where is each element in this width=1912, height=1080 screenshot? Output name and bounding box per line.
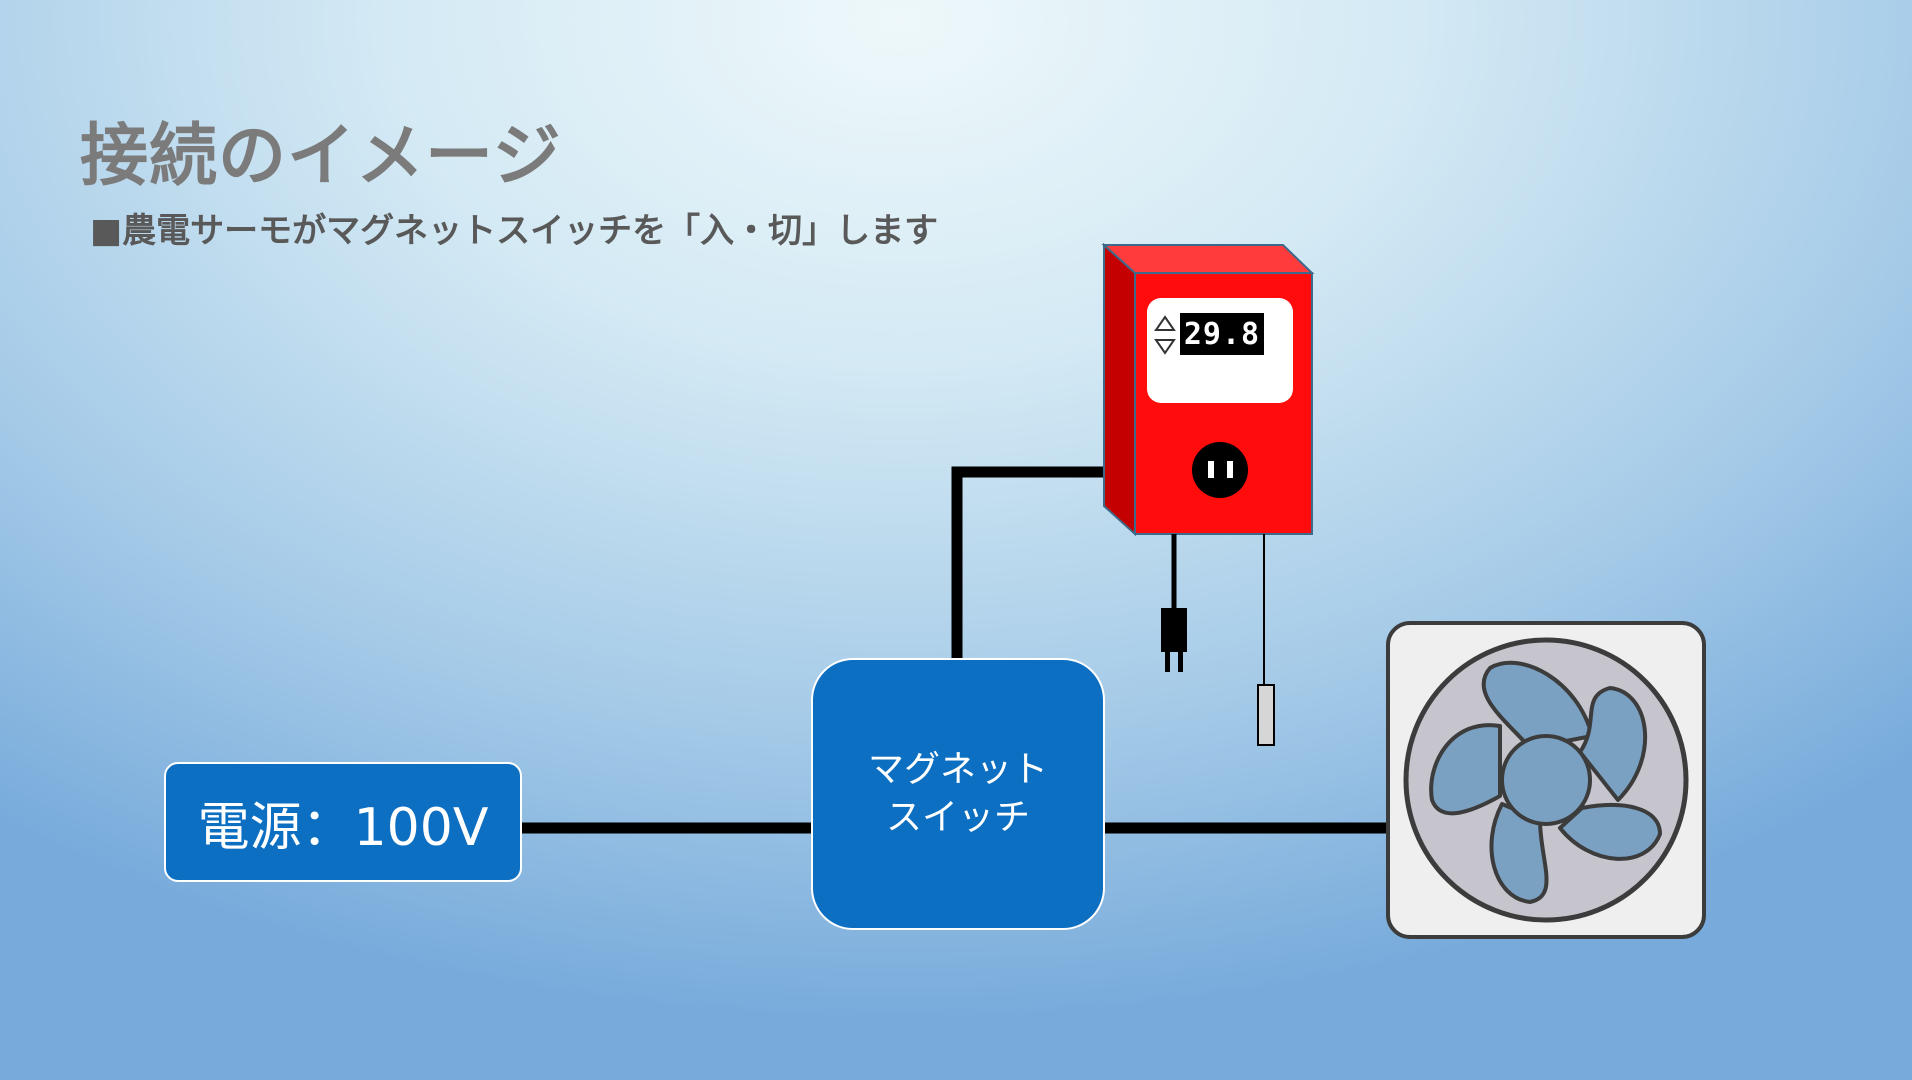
magnetic-switch-label-line2: スイッチ (885, 797, 1030, 838)
thermostat-display: 29.8 (1183, 316, 1261, 352)
slide-title: 接続のイメージ (80, 117, 562, 196)
power-supply-label: 電源：100V (197, 797, 489, 858)
power-supply-box: 電源：100V (164, 762, 522, 882)
magnetic-switch-label-line1: マグネット (867, 749, 1048, 790)
magnetic-switch-box: マグネット スイッチ (811, 658, 1105, 930)
slide-subtitle: ■農電サーモがマグネットスイッチを「入・切」します (90, 211, 939, 251)
thermostat-icon (1101, 242, 1315, 746)
up-arrow-icon (1154, 315, 1176, 331)
plug-icon (1161, 608, 1187, 672)
sensor-probe-icon (1257, 684, 1275, 746)
down-arrow-icon (1154, 339, 1176, 355)
fan-icon (1386, 621, 1706, 939)
outlet-icon (1192, 442, 1248, 498)
